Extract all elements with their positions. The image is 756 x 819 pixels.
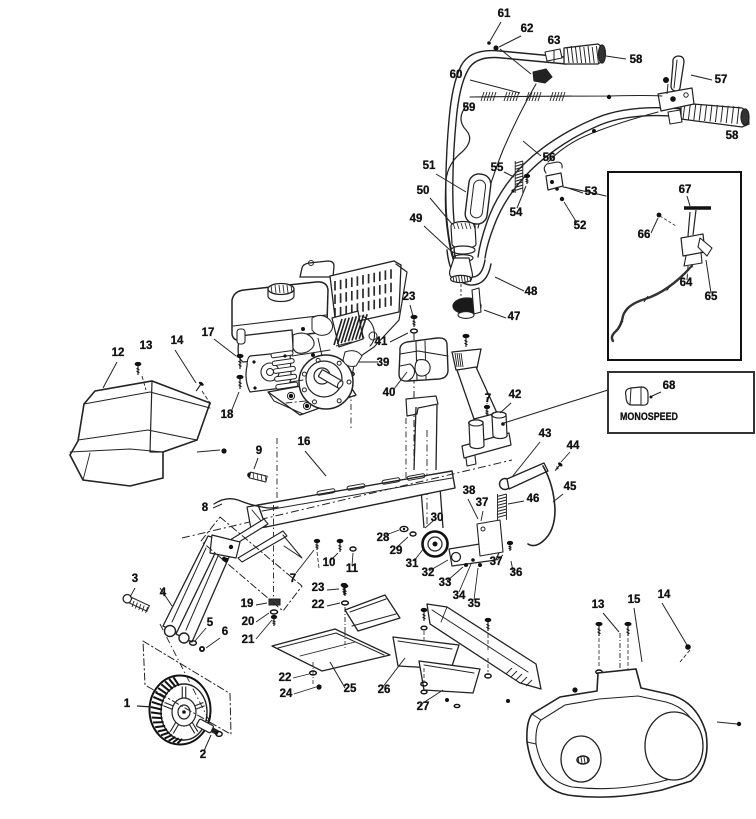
svg-text:47: 47: [508, 311, 521, 323]
svg-text:22: 22: [279, 672, 292, 684]
svg-text:13: 13: [592, 599, 605, 611]
svg-text:7: 7: [290, 573, 296, 585]
svg-text:64: 64: [680, 277, 693, 289]
svg-text:13: 13: [140, 340, 153, 352]
svg-text:22: 22: [312, 599, 325, 611]
svg-text:40: 40: [383, 387, 396, 399]
svg-text:20: 20: [242, 616, 255, 628]
svg-text:37: 37: [476, 497, 489, 509]
svg-text:12: 12: [112, 347, 125, 359]
svg-text:59: 59: [463, 102, 476, 114]
svg-text:53: 53: [585, 186, 598, 198]
svg-text:49: 49: [410, 213, 423, 225]
svg-text:28: 28: [377, 532, 390, 544]
svg-text:23: 23: [312, 582, 325, 594]
svg-text:67: 67: [679, 184, 692, 196]
svg-text:44: 44: [567, 440, 580, 452]
svg-text:30: 30: [431, 512, 444, 524]
svg-text:58: 58: [630, 54, 643, 66]
svg-text:1: 1: [124, 698, 131, 710]
svg-text:25: 25: [344, 683, 357, 695]
svg-text:43: 43: [539, 428, 552, 440]
svg-text:18: 18: [221, 409, 234, 421]
svg-text:6: 6: [222, 626, 228, 638]
svg-text:5: 5: [207, 617, 214, 629]
svg-text:35: 35: [468, 598, 481, 610]
svg-text:23: 23: [403, 291, 416, 303]
svg-text:15: 15: [628, 594, 641, 606]
svg-text:24: 24: [280, 688, 293, 700]
svg-text:16: 16: [298, 436, 311, 448]
svg-text:10: 10: [323, 557, 336, 569]
svg-text:37: 37: [490, 556, 503, 568]
svg-text:66: 66: [638, 229, 651, 241]
svg-text:38: 38: [463, 485, 476, 497]
svg-text:2: 2: [200, 749, 206, 761]
svg-text:14: 14: [658, 589, 671, 601]
svg-text:29: 29: [390, 545, 403, 557]
svg-text:52: 52: [574, 220, 587, 232]
svg-text:26: 26: [378, 684, 391, 696]
svg-text:65: 65: [705, 291, 718, 303]
svg-text:31: 31: [406, 558, 419, 570]
svg-text:54: 54: [510, 207, 523, 219]
svg-text:11: 11: [346, 563, 359, 575]
svg-text:68: 68: [663, 380, 676, 392]
svg-text:41: 41: [375, 336, 388, 348]
svg-text:21: 21: [242, 634, 255, 646]
svg-text:56: 56: [543, 152, 556, 164]
svg-text:51: 51: [423, 160, 436, 172]
svg-text:17: 17: [202, 327, 215, 339]
svg-text:58: 58: [726, 130, 739, 142]
svg-text:55: 55: [491, 162, 504, 174]
svg-text:32: 32: [422, 567, 435, 579]
svg-text:42: 42: [509, 389, 522, 401]
svg-text:60: 60: [450, 69, 463, 81]
svg-text:34: 34: [453, 590, 466, 602]
svg-text:3: 3: [132, 573, 138, 585]
svg-text:33: 33: [439, 577, 452, 589]
svg-text:61: 61: [498, 8, 511, 20]
svg-text:63: 63: [548, 35, 561, 47]
svg-text:62: 62: [521, 23, 534, 35]
svg-text:7: 7: [485, 393, 491, 405]
svg-text:19: 19: [241, 598, 254, 610]
svg-text:45: 45: [564, 481, 577, 493]
svg-text:MONOSPEED: MONOSPEED: [620, 411, 678, 423]
svg-text:48: 48: [525, 286, 538, 298]
svg-text:4: 4: [160, 587, 167, 599]
svg-text:14: 14: [171, 335, 184, 347]
svg-text:39: 39: [377, 357, 390, 369]
svg-text:50: 50: [417, 185, 430, 197]
svg-text:9: 9: [256, 445, 262, 457]
svg-text:57: 57: [715, 74, 728, 86]
svg-text:46: 46: [527, 493, 540, 505]
svg-text:27: 27: [417, 701, 430, 713]
svg-text:8: 8: [202, 502, 209, 514]
svg-text:36: 36: [510, 567, 523, 579]
